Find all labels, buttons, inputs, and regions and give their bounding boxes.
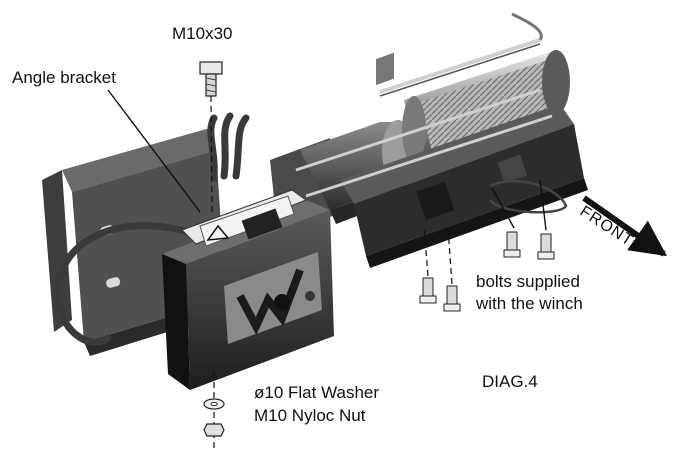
washer-and-nut: [203, 372, 225, 448]
label-washer-nut: ø10 Flat Washer M10 Nyloc Nut: [254, 381, 379, 427]
label-bolts-line1: bolts supplied: [476, 272, 580, 291]
warning-icon: [206, 224, 230, 241]
power-cable: [54, 112, 250, 346]
label-bolts-supplied: bolts supplied with the winch: [476, 271, 583, 315]
label-flat-washer: ø10 Flat Washer: [254, 383, 380, 402]
label-m10x30: M10x30: [172, 24, 233, 43]
label-bolts-line2: with the winch: [476, 294, 583, 313]
rocker-switch: [241, 208, 283, 240]
sensor-wire: [488, 179, 568, 214]
nyloc-nut: [203, 423, 225, 437]
leader-lines: [107, 89, 547, 231]
bolt: [419, 277, 437, 304]
label-angle-bracket: Angle bracket: [12, 68, 116, 87]
tie-rods: [295, 88, 553, 198]
bolt: [443, 285, 461, 312]
front-arrow-icon: [582, 195, 667, 257]
winch-bolts: [419, 225, 555, 312]
bolt: [503, 231, 521, 258]
label-nyloc-nut: M10 Nyloc Nut: [254, 406, 366, 425]
control-box: [162, 189, 334, 390]
bolt: [537, 233, 555, 260]
control-knob: [274, 294, 290, 310]
m10x30-bolt: [199, 61, 223, 213]
label-diagram-id: DIAG.4: [482, 372, 538, 391]
